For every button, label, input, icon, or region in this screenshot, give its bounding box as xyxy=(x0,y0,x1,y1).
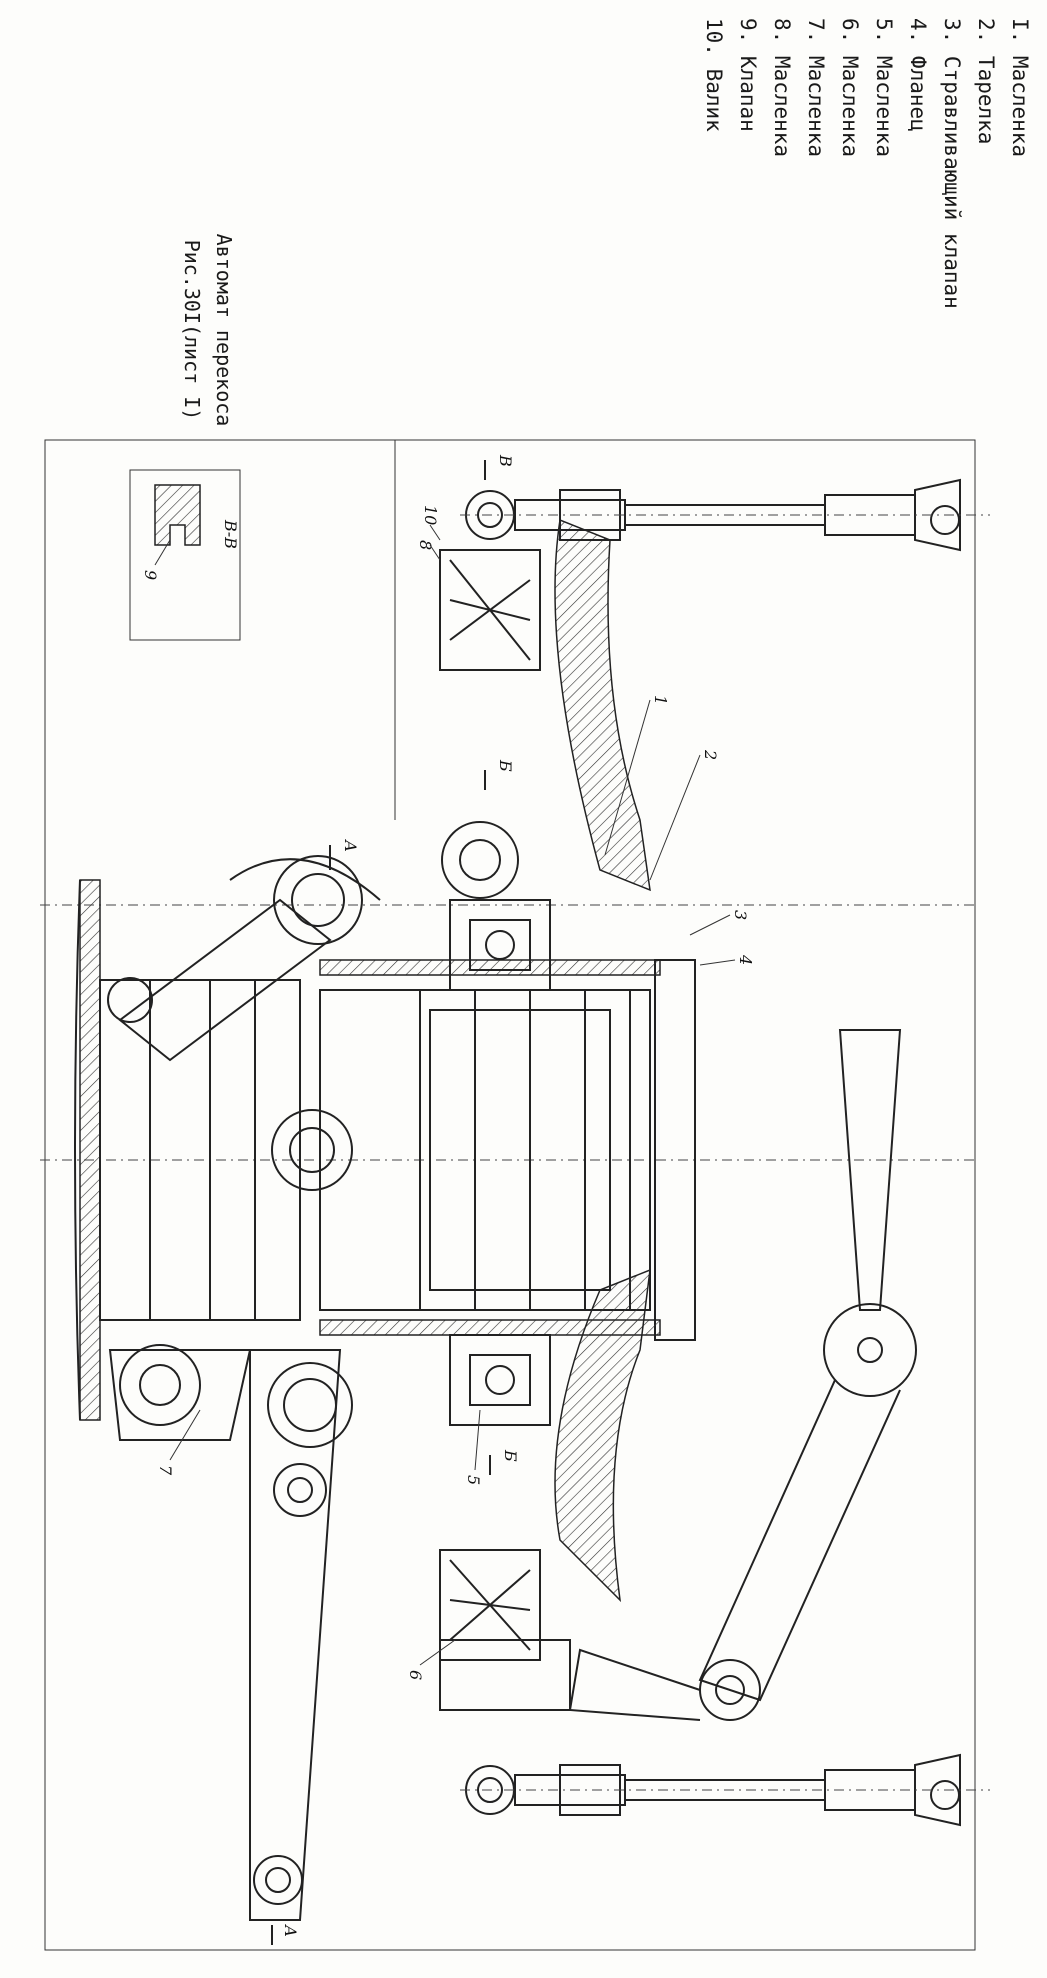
section-markers: А А Б Б В xyxy=(271,454,520,1945)
callout-6: 6 xyxy=(406,1670,425,1680)
marker-a-top: А xyxy=(341,839,360,852)
marker-b-bottom: Б xyxy=(501,1449,520,1462)
callout-7: 7 xyxy=(156,1465,175,1476)
callout-2: 2 xyxy=(701,749,720,760)
callout-labels: 1 2 3 4 5 6 7 8 9 10 xyxy=(141,505,755,1680)
callout-4: 4 xyxy=(736,954,755,965)
drawing-frame xyxy=(44,439,976,1951)
callout-1: 1 xyxy=(651,695,670,705)
callout-9: 9 xyxy=(141,570,160,580)
drive-link xyxy=(439,1029,917,1721)
section-label: В-В xyxy=(221,519,240,549)
control-rod-lower xyxy=(460,1753,990,1827)
marker-b-top: Б xyxy=(496,759,515,772)
bearing-housing-upper xyxy=(449,899,551,991)
callout-8: 8 xyxy=(416,540,435,550)
control-rod-upper xyxy=(460,478,990,552)
bearing-housing-lower xyxy=(449,1334,551,1426)
callout-3: 3 xyxy=(731,910,750,920)
lower-lever-arm xyxy=(108,1349,342,1921)
marker-a-bottom: А xyxy=(281,1924,300,1937)
callout-leaders xyxy=(154,524,736,1666)
upper-lever xyxy=(118,858,381,1062)
section-detail: В-В xyxy=(129,469,241,641)
upper-ring xyxy=(439,518,651,1661)
callout-5: 5 xyxy=(464,1475,483,1485)
pivot-bosses xyxy=(107,821,519,1517)
callout-10: 10 xyxy=(421,505,440,525)
marker-v: В xyxy=(496,454,515,467)
